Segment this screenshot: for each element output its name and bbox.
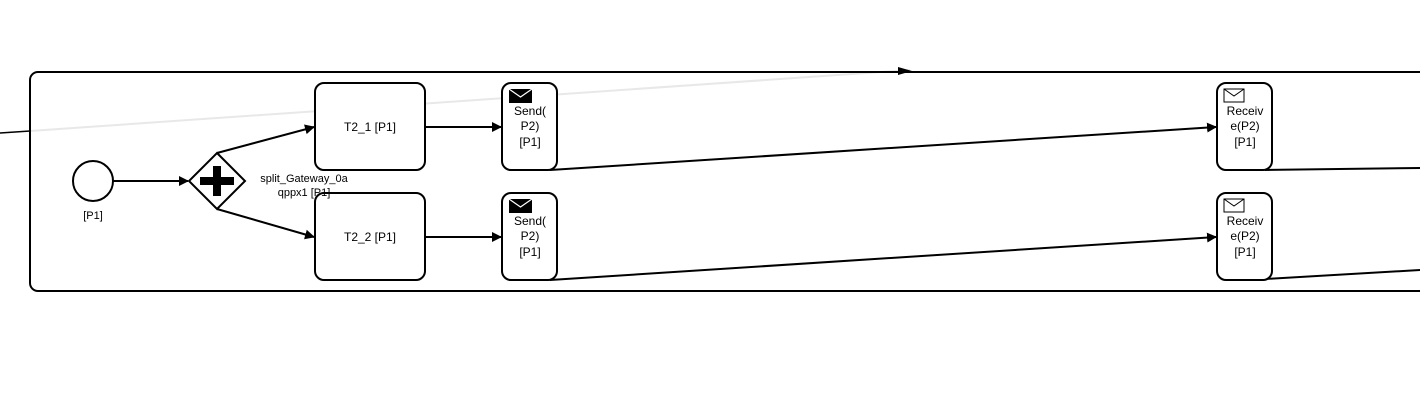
pool[interactable] (29, 71, 1420, 292)
send-task-2[interactable]: Send( P2) [P1] (501, 192, 558, 281)
envelope-outline-icon (1223, 198, 1245, 213)
send-task-label: Send( (514, 214, 546, 228)
incoming-flow-line (0, 130, 31, 134)
envelope-filled-icon (508, 198, 533, 213)
sequence-flow[interactable] (1264, 167, 1420, 171)
sequence-flow[interactable] (216, 124, 315, 154)
message-flow[interactable] (549, 122, 1217, 171)
plus-icon (200, 166, 234, 196)
start-event[interactable] (72, 160, 114, 202)
task-t2-1[interactable]: T2_1 [P1] (314, 82, 426, 171)
send-task-label: P2) (521, 119, 540, 133)
receive-task-label: [P1] (1234, 245, 1255, 259)
receive-task-label: Receiv (1227, 104, 1264, 118)
task-label: T2_2 [P1] (344, 230, 396, 244)
receive-task-1[interactable]: Receiv e(P2) [P1] (1216, 82, 1273, 171)
send-task-label: [P1] (519, 135, 540, 149)
receive-task-label: Receiv (1227, 214, 1264, 228)
send-task-1[interactable]: Send( P2) [P1] (501, 82, 558, 171)
task-label: T2_1 [P1] (344, 120, 396, 134)
receive-task-label: [P1] (1234, 135, 1255, 149)
gateway-label-line2: qppx1 [P1] (278, 187, 331, 199)
receive-task-label: e(P2) (1230, 229, 1259, 243)
envelope-filled-icon (508, 88, 533, 103)
faint-flow-line (29, 69, 911, 132)
gateway-label-line1: split_Gateway_0a (260, 173, 348, 185)
send-task-label: Send( (514, 104, 546, 118)
send-task-label: P2) (521, 229, 540, 243)
sequence-flow[interactable] (1264, 269, 1420, 280)
sequence-flow[interactable] (216, 208, 315, 240)
start-event-label: [P1] (83, 210, 103, 222)
receive-task-2[interactable]: Receiv e(P2) [P1] (1216, 192, 1273, 281)
receive-task-label: e(P2) (1230, 119, 1259, 133)
envelope-outline-icon (1223, 88, 1245, 103)
message-flow[interactable] (549, 232, 1217, 281)
parallel-gateway[interactable] (187, 151, 247, 211)
task-t2-2[interactable]: T2_2 [P1] (314, 192, 426, 281)
send-task-label: [P1] (519, 245, 540, 259)
